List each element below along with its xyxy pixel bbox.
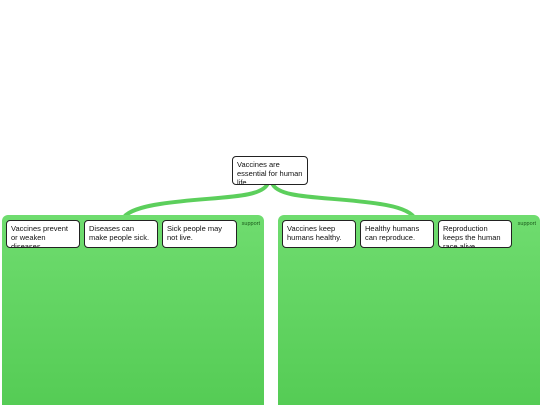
premise-node-4[interactable]: Vaccines keep humans healthy.: [282, 220, 356, 248]
premise-node-5[interactable]: Healthy humans can reproduce.: [360, 220, 434, 248]
connector-right: [270, 181, 416, 219]
premise-text-3: Sick people may not live.: [167, 224, 223, 242]
root-claim-text: Vaccines are essential for human life.: [237, 160, 303, 185]
premise-node-1[interactable]: Vaccines prevent or weaken diseases.: [6, 220, 80, 248]
support-tag-left: support: [241, 221, 260, 227]
premise-text-1: Vaccines prevent or weaken diseases.: [11, 224, 68, 248]
support-tag-right: support: [517, 221, 536, 227]
root-claim-node[interactable]: Vaccines are essential for human life.: [232, 156, 308, 185]
premise-node-2[interactable]: Diseases can make people sick.: [84, 220, 158, 248]
connector-left: [122, 181, 270, 219]
premise-text-4: Vaccines keep humans healthy.: [287, 224, 342, 242]
premise-node-3[interactable]: Sick people may not live.: [162, 220, 237, 248]
premise-text-2: Diseases can make people sick.: [89, 224, 150, 242]
premise-text-6: Reproduction keeps the human race alive.: [443, 224, 501, 248]
premise-text-5: Healthy humans can reproduce.: [365, 224, 420, 242]
premise-node-6[interactable]: Reproduction keeps the human race alive.: [438, 220, 512, 248]
